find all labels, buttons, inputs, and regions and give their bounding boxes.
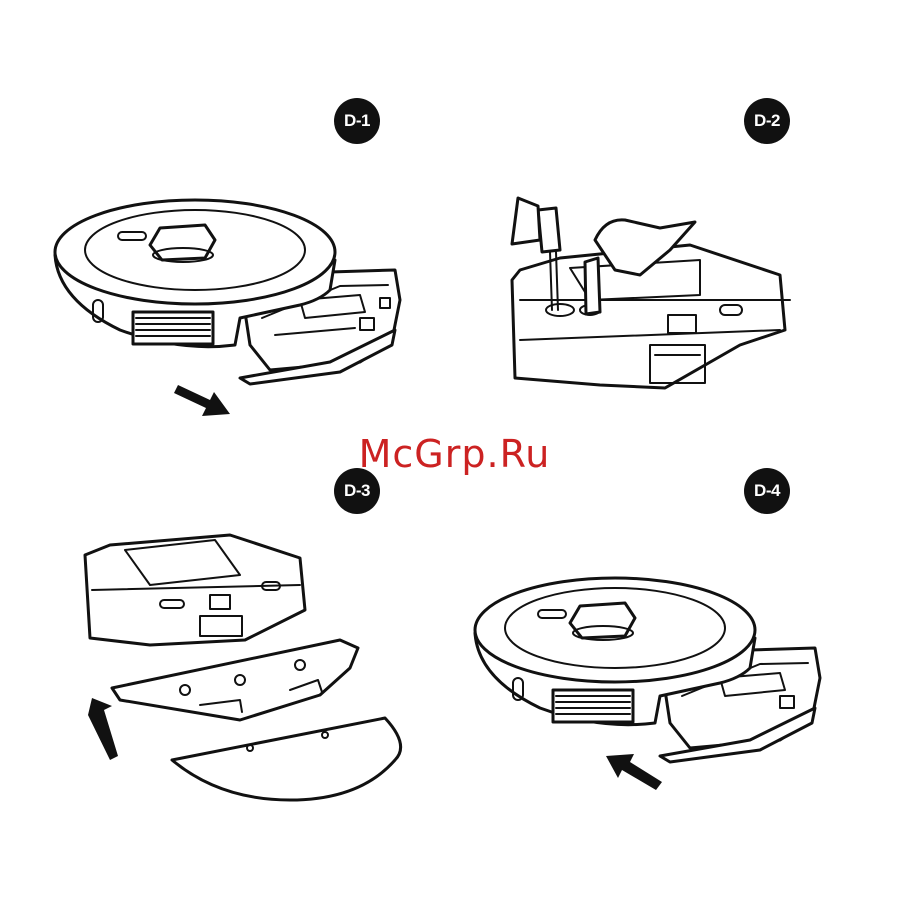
- d3-illustration: [84, 535, 401, 800]
- d1-lidar-turret: [150, 225, 215, 262]
- d3-mop-pad: [172, 718, 401, 800]
- watermark-text: McGrp.Ru: [0, 432, 909, 476]
- d3-mop-plate: [112, 640, 358, 720]
- d3-water-tank: [85, 535, 305, 645]
- d4-lidar-turret: [570, 603, 635, 640]
- d2-illustration: [512, 198, 790, 388]
- d3-direction-arrow: [84, 698, 118, 760]
- d4-vent-grille: [553, 690, 633, 722]
- d1-direction-arrow: [174, 385, 230, 416]
- d1-illustration: [55, 200, 400, 416]
- d1-vent-grille: [133, 312, 213, 344]
- d4-direction-arrow: [606, 754, 662, 790]
- d4-illustration: [475, 578, 820, 790]
